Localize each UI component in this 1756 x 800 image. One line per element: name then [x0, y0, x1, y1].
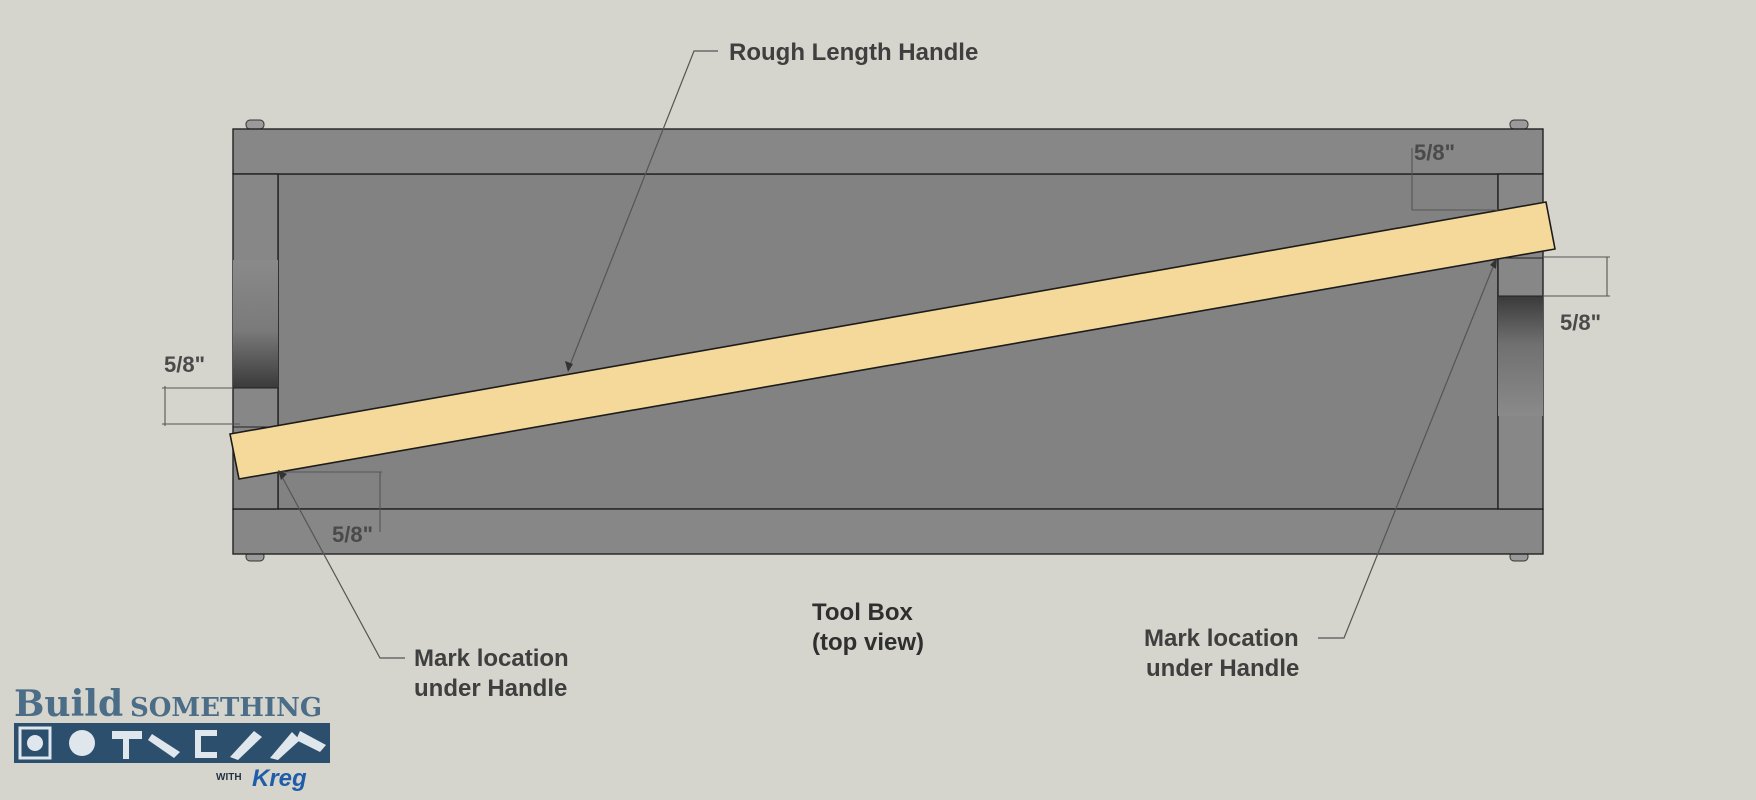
mark-location-left-line2: under Handle — [414, 675, 567, 702]
rough-length-handle — [229, 201, 1556, 480]
hammer-icon — [112, 731, 142, 739]
logo-kreg: Kreg — [252, 765, 307, 792]
saw-icon — [18, 726, 52, 760]
box-side-top — [232, 128, 1544, 175]
drill-icon — [148, 734, 180, 758]
dimension-label-right-upper: 5/8" — [1414, 140, 1455, 165]
screw-icon — [1509, 119, 1529, 130]
box-side-bottom — [232, 508, 1544, 555]
trowel-icon — [270, 732, 300, 760]
logo-with: WITH — [216, 772, 242, 783]
mark-location-left-line1: Mark location — [414, 645, 569, 672]
screw-icon — [245, 119, 265, 130]
caption-subtitle: (top view) — [812, 629, 924, 656]
logo-word-something: SOMETHING — [130, 693, 322, 723]
clamp-icon — [195, 730, 201, 758]
dimension-label-right-lower: 5/8" — [1560, 310, 1601, 335]
buildsomething-logo: Build SOMETHING WITH Kreg — [14, 683, 330, 792]
roller-icon — [296, 731, 326, 752]
brush-icon — [230, 731, 262, 760]
mark-location-right-line2: under Handle — [1146, 655, 1299, 682]
caption-title: Tool Box — [812, 599, 914, 626]
logo-word-build: Build — [14, 683, 123, 725]
dimension-label-left-upper: 5/8" — [164, 352, 205, 377]
box-end-left-shadow — [233, 260, 278, 388]
mark-location-right-line1: Mark location — [1144, 625, 1299, 652]
blade-icon — [69, 730, 95, 756]
rough-length-handle-label: Rough Length Handle — [729, 39, 978, 66]
dimension-label-left-lower: 5/8" — [332, 522, 373, 547]
leader-lines — [278, 50, 1497, 659]
box-end-right-shadow — [1498, 296, 1543, 416]
dimension-lines — [162, 148, 1610, 532]
